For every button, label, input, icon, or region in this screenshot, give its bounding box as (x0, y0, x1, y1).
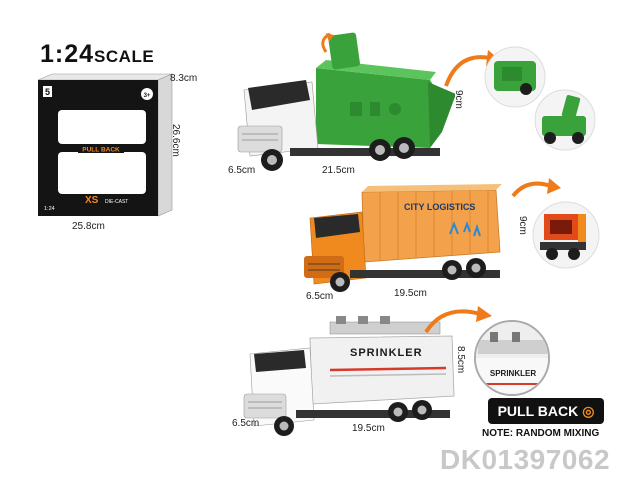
tanker-detail-arrow (424, 306, 492, 334)
sku-number: DK01397062 (440, 444, 611, 475)
garbage-inset-open (534, 89, 596, 151)
package-badge-number: 5 (45, 87, 50, 97)
garbage-width-dimension: 6.5cm (228, 165, 256, 176)
container-length-dimension: 19.5cm (394, 288, 427, 299)
tanker-length-dimension: 19.5cm (352, 423, 385, 434)
spiral-icon: ◎ (582, 402, 595, 419)
tanker-width-dimension: 6.5cm (232, 418, 260, 429)
container-width-dimension: 6.5cm (306, 291, 334, 302)
package-box: 5 3+ PULL BACK XS DIE-CAST 1:24 (37, 73, 173, 217)
garbage-length-dimension: 21.5cm (322, 165, 355, 176)
garbage-truck (237, 32, 455, 171)
garbage-height-dimension: 9cm (453, 90, 464, 109)
container-height-dimension: 9cm (517, 216, 528, 235)
package-depth-dimension: 8.3cm (170, 73, 198, 84)
inset-tank-label: SPRINKLER (490, 369, 536, 378)
container-detail-arrow (511, 178, 561, 198)
package-pull-back-label: PULL BACK (82, 147, 120, 154)
package-age-label: 3+ (144, 93, 151, 99)
tanker-height-dimension: 8.5cm (455, 346, 466, 374)
garbage-inset-rear (484, 46, 546, 108)
package-height-dimension: 26.6cm (170, 124, 181, 157)
pull-back-badge: PULL BACK ◎ (488, 398, 604, 424)
tanker-truck: SPRINKLER (243, 316, 455, 436)
tanker-inset-top: SPRINKLER (474, 320, 550, 396)
container-inset-door (532, 201, 600, 269)
scale-ratio: 1:24 (40, 40, 95, 68)
scale-title: 1:24SCALE (40, 40, 154, 69)
package-brand-mark: XS (85, 195, 99, 206)
container-label: CITY LOGISTICS (404, 202, 475, 212)
random-mixing-note: NOTE: RANDOM MIXING (482, 428, 600, 439)
tank-label: SPRINKLER (350, 347, 423, 359)
scale-suffix: SCALE (94, 47, 155, 66)
container-truck: CITY LOGISTICS (304, 184, 502, 292)
pull-back-label: PULL BACK (497, 403, 579, 419)
package-brand-subtitle: DIE-CAST (105, 199, 128, 205)
package-scale-small: 1:24 (44, 206, 55, 212)
package-width-dimension: 25.8cm (72, 221, 105, 232)
